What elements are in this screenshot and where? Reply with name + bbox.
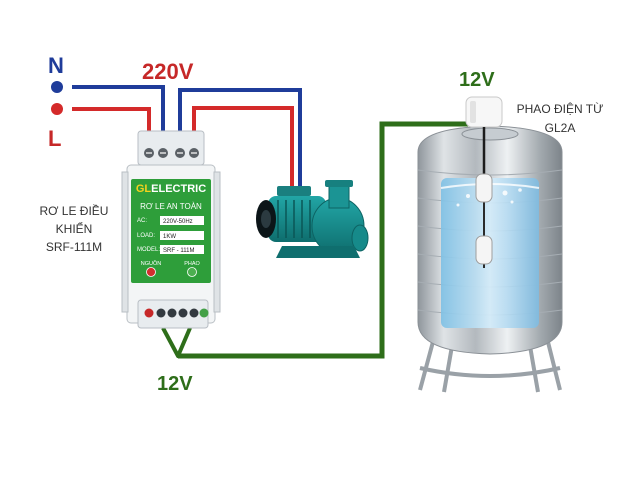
v12-wire xyxy=(161,121,468,359)
relay-caption-line-3: SRF-111M xyxy=(46,240,102,254)
relay-spec-rows: AC: 220V-50Hz LOAD: 1KW MODEL: SRF - 111… xyxy=(137,216,204,254)
relay-spec-key: AC: xyxy=(137,218,147,224)
relay-top-terminals xyxy=(144,148,199,158)
relay-bottom-terminals xyxy=(144,308,209,318)
relay-device: GLELECTRIC RƠ LE AN TOÀN AC: 220V-50Hz L… xyxy=(121,130,221,329)
float-switch-caption-line-1: PHAO ĐIỆN TỪ xyxy=(517,101,604,116)
float-switch-caption-line-2: GL2A xyxy=(545,121,576,135)
relay-spec-value: 220V-50Hz xyxy=(163,219,193,225)
float-switch xyxy=(465,96,503,268)
relay-spec-value: SRF - 111M xyxy=(163,248,194,254)
relay-brand: GLELECTRIC xyxy=(136,183,206,195)
relay-spec-value: 1KW xyxy=(163,234,176,240)
l-label: L xyxy=(48,126,61,151)
n-wire xyxy=(51,81,302,194)
voltage-12v-top-label: 12V xyxy=(459,69,495,91)
n-label: N xyxy=(48,53,64,78)
voltage-12v-bottom-label: 12V xyxy=(157,373,193,395)
led-power xyxy=(146,267,156,277)
relay-caption-line-1: RƠ LE ĐIỀU xyxy=(40,203,109,218)
water-pump xyxy=(256,180,369,258)
relay-spec-key: LOAD: xyxy=(137,233,155,239)
led-float xyxy=(187,267,197,277)
relay-spec-key: MODEL: xyxy=(137,247,160,253)
voltage-220v-label: 220V xyxy=(142,59,194,84)
relay-caption: RƠ LE ĐIỀU KHIỂN SRF-111M xyxy=(40,203,109,254)
relay-caption-line-2: KHIỂN xyxy=(56,221,93,236)
led-float-label: PHAO xyxy=(184,261,200,267)
float-switch-caption: PHAO ĐIỆN TỪ GL2A xyxy=(517,101,604,135)
led-power-label: NGUỒN xyxy=(141,260,162,267)
l-wire xyxy=(51,103,294,194)
relay-panel-title: RƠ LE AN TOÀN xyxy=(140,202,202,211)
